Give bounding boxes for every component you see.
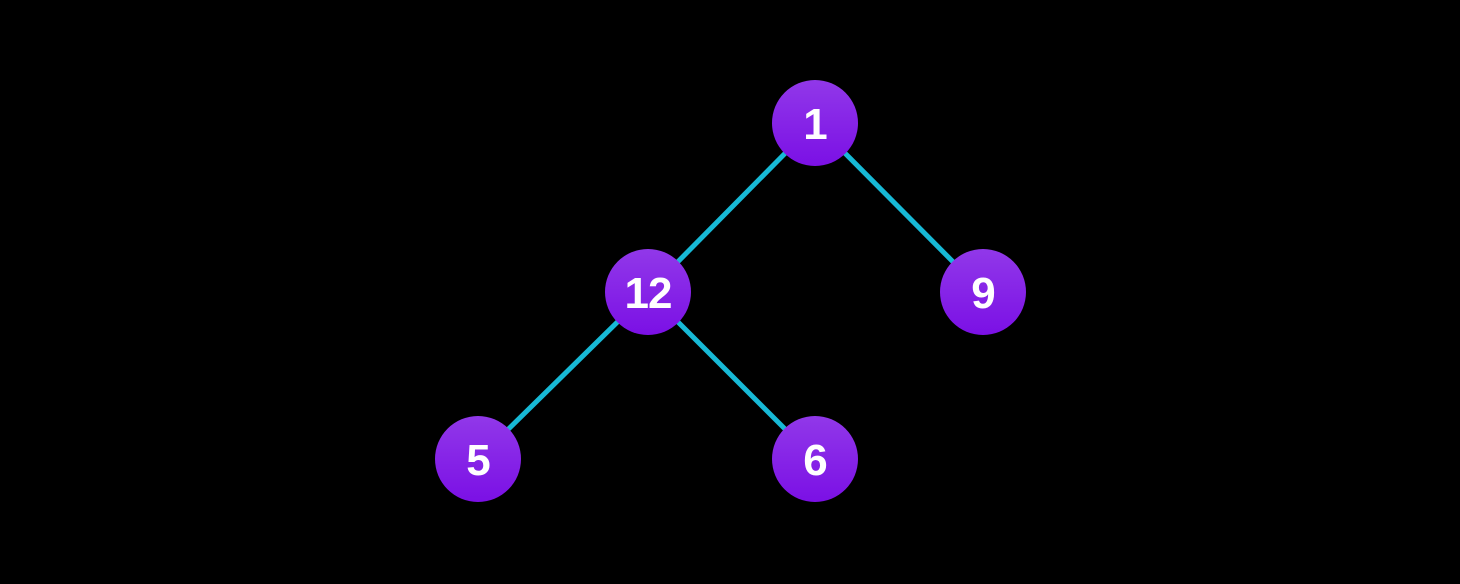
tree-node-label-root: 1: [803, 100, 827, 149]
tree-node-label-left-left: 5: [466, 436, 490, 485]
tree-node-right: 9: [940, 249, 1026, 335]
tree-node-label-left-right: 6: [803, 436, 826, 485]
edges-layer: [476, 121, 985, 461]
tree-node-root: 1: [772, 80, 858, 166]
tree-node-circle-left-left: [435, 416, 521, 502]
tree-node-circle-left-right: [772, 416, 858, 502]
tree-node-circle-right: [940, 249, 1026, 335]
tree-node-left-right: 6: [772, 416, 858, 502]
tree-node-label-right: 9: [971, 269, 994, 318]
tree-node-left: 12: [605, 249, 691, 335]
tree-node-label-left: 12: [625, 269, 672, 318]
nodes-layer: 1 12 9 5 6: [435, 80, 1026, 502]
tree-node-left-left: 5: [435, 416, 521, 502]
tree-node-circle-left: [605, 249, 691, 335]
tree-node-circle-root: [772, 80, 858, 166]
